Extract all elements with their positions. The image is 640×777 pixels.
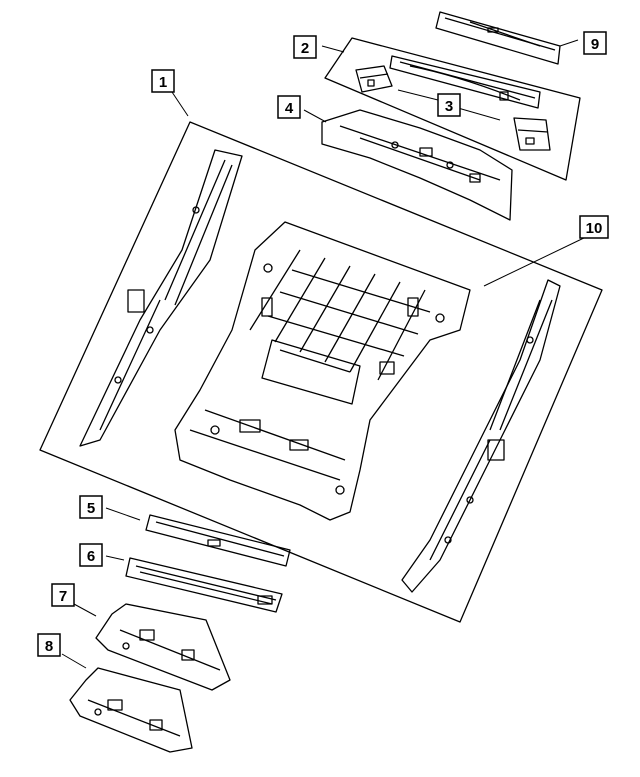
callout-7-label: 7 (59, 588, 67, 605)
part-3-bracket-right (513, 117, 551, 151)
part-3-bracket-left (355, 65, 393, 93)
part-7-panel (95, 603, 231, 691)
callout-5: 5 (79, 495, 103, 519)
part-6-member (125, 557, 283, 613)
callout-3: 3 (437, 93, 461, 117)
callout-9-label: 9 (591, 36, 599, 53)
leader-lines (61, 39, 589, 669)
right-sill-rail (401, 279, 561, 593)
floor-pan-group-panel (39, 121, 603, 623)
callout-6: 6 (79, 543, 103, 567)
floor-pan (174, 221, 471, 521)
part-8-panel (69, 667, 193, 753)
callout-10: 10 (579, 215, 609, 239)
callout-9: 9 (583, 31, 607, 55)
callout-10-label: 10 (586, 220, 603, 237)
callout-6-label: 6 (87, 548, 95, 565)
callout-1-label: 1 (159, 74, 167, 91)
callout-1: 1 (151, 69, 175, 93)
rear-panel-group-panel (324, 37, 581, 181)
callout-2-label: 2 (301, 40, 309, 57)
callout-8-label: 8 (45, 638, 53, 655)
part-5-member (145, 514, 291, 567)
part-9-rail (435, 11, 561, 65)
callout-5-label: 5 (87, 500, 95, 517)
callout-3-label: 3 (445, 98, 453, 115)
callout-4-label: 4 (285, 100, 294, 117)
callout-4: 4 (277, 95, 301, 119)
callout-8: 8 (37, 633, 61, 657)
part-2-reinforcement (389, 55, 541, 109)
part-4-crossmember (321, 109, 513, 221)
left-sill-rail (79, 149, 243, 447)
callout-2: 2 (293, 35, 317, 59)
callout-7: 7 (51, 583, 75, 607)
